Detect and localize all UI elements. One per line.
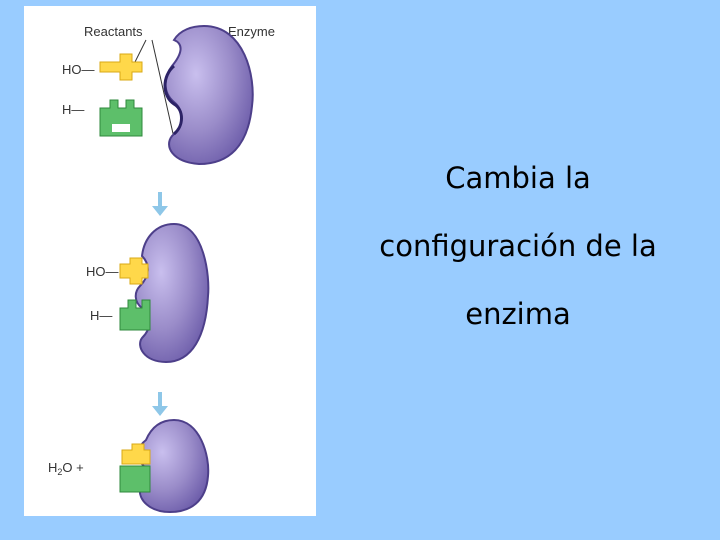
stage-1: HO— H— (62, 24, 254, 166)
h-reactant-1 (99, 99, 143, 137)
h2o-label: H2O + (48, 460, 84, 477)
product-yellow (121, 443, 151, 465)
stage-3: H2O + (48, 418, 210, 514)
enzyme-figure: Reactants Enzyme HO— H— HO— H— (24, 6, 316, 516)
ho-reactant-2 (119, 257, 149, 285)
reactants-label: Reactants (84, 24, 143, 39)
h-label-2: H— (90, 308, 112, 323)
caption-line-2: configuración de la (379, 229, 657, 263)
h-reactant-2 (119, 299, 151, 331)
reactants-leader-line-2 (151, 39, 175, 139)
arrow-down-icon (152, 392, 168, 416)
h-label-1: H— (62, 102, 84, 117)
enzyme-shape-1 (164, 24, 254, 166)
caption-line-3: enzima (465, 297, 571, 331)
stage-2: HO— H— (86, 222, 210, 364)
caption-line-1: Cambia la (445, 161, 591, 195)
ho-reactant-1 (99, 53, 143, 81)
arrow-down-icon (152, 192, 168, 216)
enzyme-shape-2 (134, 222, 210, 364)
caption-text: Cambia la configuración de la enzima (332, 150, 704, 354)
ho-label-1: HO— (62, 62, 95, 77)
ho-label-2: HO— (86, 264, 119, 279)
enzyme-diagram: Reactants Enzyme HO— H— HO— H— (48, 24, 275, 514)
enzyme-label: Enzyme (228, 24, 275, 39)
active-site-1 (163, 64, 183, 136)
product-green (119, 465, 151, 493)
